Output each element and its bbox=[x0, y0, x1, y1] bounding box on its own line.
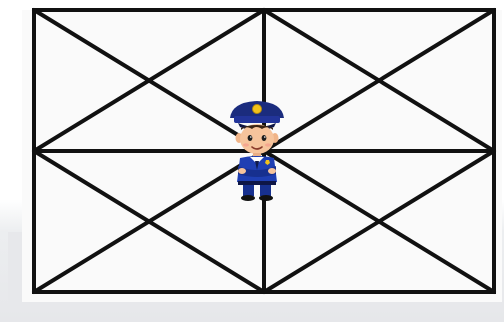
police-shoe-right bbox=[259, 195, 273, 201]
police-officer-icon[interactable] bbox=[222, 98, 292, 202]
police-eye-right bbox=[262, 135, 267, 141]
police-leg-left bbox=[243, 185, 254, 196]
police-belt bbox=[238, 181, 276, 185]
police-hand-left bbox=[238, 168, 246, 174]
police-shoe-left bbox=[241, 195, 255, 201]
police-cap-badge bbox=[253, 105, 262, 114]
police-eye-shine-left bbox=[250, 136, 252, 138]
police-blush-right bbox=[265, 143, 271, 146]
police-blush-left bbox=[243, 143, 249, 146]
police-cap-band bbox=[234, 116, 280, 123]
police-hand-right bbox=[268, 168, 276, 174]
police-eye-left bbox=[248, 135, 253, 141]
police-eye-shine-right bbox=[264, 136, 266, 138]
police-leg-right bbox=[260, 185, 271, 196]
